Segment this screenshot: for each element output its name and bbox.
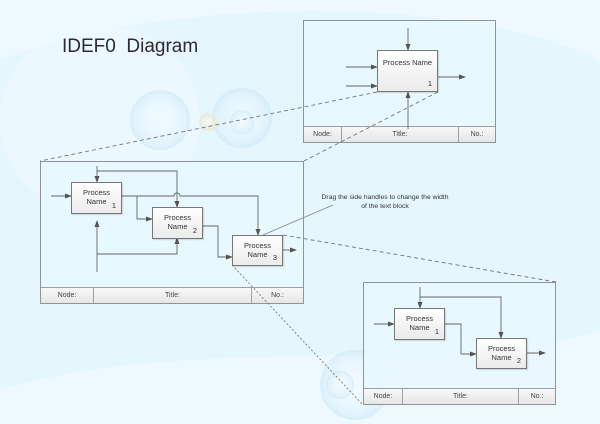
process-name: Process Name <box>382 58 433 67</box>
process-box[interactable]: Process Name 1 <box>377 50 438 92</box>
title-field[interactable]: Title: <box>342 127 459 142</box>
process-name: Process Name <box>82 188 111 206</box>
control-line <box>420 296 504 339</box>
process-name: Process Name <box>163 213 192 231</box>
process-number: 2 <box>192 226 197 235</box>
process-name: Process Name <box>243 241 272 259</box>
output-1-to-2 <box>445 323 477 357</box>
process-number: 3 <box>272 253 277 262</box>
node-field[interactable]: Node: <box>41 288 94 303</box>
output-2-to-3 <box>203 225 233 260</box>
process-number: 2 <box>516 356 521 365</box>
process-box[interactable]: Process Name 2 <box>152 207 203 239</box>
zoom-guide <box>39 91 378 162</box>
zoom-guide <box>231 264 364 406</box>
output-1-to-2 <box>122 195 153 222</box>
annotation-leader <box>262 204 334 236</box>
number-field[interactable]: No.: <box>530 393 544 400</box>
output-1-to-3 <box>137 192 261 236</box>
process-number: 1 <box>111 201 116 210</box>
annotation-text: Drag the side handles to change the widt… <box>321 194 449 210</box>
process-box[interactable]: Process Name 1 <box>71 182 122 214</box>
number-field[interactable]: No.: <box>271 292 284 299</box>
process-box[interactable]: Process Name 3 <box>232 235 283 266</box>
title-field[interactable]: Title: <box>94 288 252 303</box>
title-field[interactable]: Title: <box>403 389 519 404</box>
bottom-frame-footer: Node: Title: No.: <box>364 388 555 404</box>
process-box[interactable]: Process Name 2 <box>476 338 527 369</box>
middle-frame-footer: Node: Title: No.: <box>41 287 303 303</box>
process-box[interactable]: Process Name 1 <box>394 308 445 340</box>
process-name: Process Name <box>487 344 516 362</box>
number-field[interactable]: No.: <box>470 131 484 138</box>
top-frame-footer: Node: Title: No.: <box>304 126 495 142</box>
process-name: Process Name <box>405 314 434 332</box>
zoom-guide <box>282 234 557 283</box>
zoom-guide <box>303 91 439 162</box>
mechanism-to-2 <box>97 237 180 255</box>
control-line <box>97 170 180 208</box>
node-field[interactable]: Node: <box>304 127 342 142</box>
page-title: IDEF0 Diagram <box>62 36 199 57</box>
process-number: 1 <box>434 327 439 336</box>
node-field[interactable]: Node: <box>364 389 403 404</box>
process-number: 1 <box>427 79 432 88</box>
